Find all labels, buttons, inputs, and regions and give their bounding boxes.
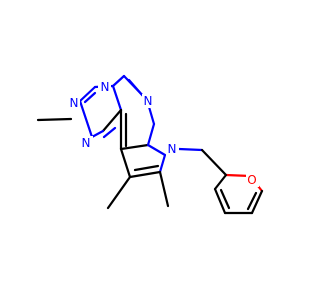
pyrrole-ring-icon (119, 143, 167, 179)
methyl-bond-pyrrole-1 (106, 175, 132, 210)
atom-n4: N (80, 136, 93, 150)
atom-o1-label: O (247, 173, 256, 187)
atom-n3-label: N (144, 94, 153, 108)
atom-n5-label: N (168, 142, 177, 156)
methylene-bond (177, 147, 204, 152)
atom-n2: N (98, 80, 111, 94)
atom-n1-label: N (70, 96, 79, 110)
methylene-to-furan-bond (200, 148, 228, 177)
atom-o1: O (246, 173, 259, 187)
atom-n1: N (67, 96, 80, 110)
chemical-structure: N N N N N O (36, 74, 264, 215)
atom-n2-label: N (101, 80, 110, 94)
methyl-bond-triazole (36, 117, 73, 122)
atom-n5: N (166, 142, 179, 156)
atom-n4-label: N (82, 136, 91, 150)
methyl-bond-pyrrole-2 (158, 170, 170, 208)
atom-n3: N (142, 94, 155, 108)
